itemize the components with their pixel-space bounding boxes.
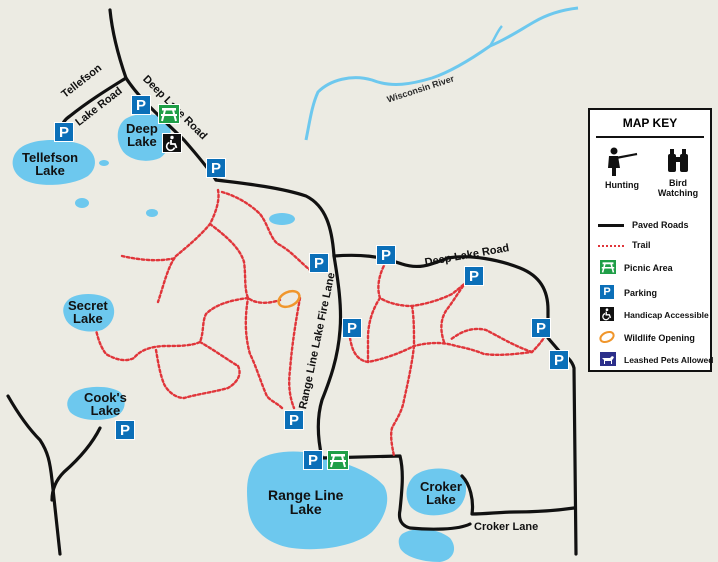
map-key-title: MAP KEY: [622, 116, 678, 130]
deep-lake-road-middle: [214, 178, 336, 258]
tellefson-lake-shape: [12, 140, 95, 185]
cooks-lake-label: Cook's Lake: [84, 390, 127, 418]
map-key-leashed-pets-label: Leashed Pets Allowed: [624, 355, 714, 365]
trail-6: [154, 340, 241, 400]
parking-icon: P: [115, 420, 135, 440]
picnic-table-glyph: [330, 454, 346, 468]
trail-7: [288, 296, 302, 410]
deep-lake-label: Deep Lake: [126, 121, 158, 149]
map-key: MAP KEY Hunting Bird Watching Paved Road…: [588, 108, 714, 372]
croker-lane-road: [460, 474, 576, 516]
map-key-wildlife-label: Wildlife Opening: [624, 333, 695, 343]
fire-lane: [316, 254, 343, 460]
binoculars-icon: [668, 149, 688, 172]
road-north-spur: [108, 8, 128, 80]
parking-icon: P: [376, 245, 396, 265]
parking-icon: P: [600, 285, 614, 299]
southern-pond-shape: [398, 529, 455, 562]
trail-11: [389, 344, 416, 458]
tellefson-lake-islet: [75, 198, 89, 208]
picnic-table-glyph: [161, 108, 177, 122]
map-key-divider: [596, 136, 704, 138]
croker-lane-label: Croker Lane: [474, 521, 539, 533]
deep-lake-shape: [117, 114, 171, 161]
croker-lake-shape: [406, 468, 467, 516]
wildlife-opening-icon: [277, 289, 301, 309]
croker-lake-label: Croker Lake: [420, 479, 462, 507]
parking-icon: P: [131, 95, 151, 115]
trail-15: [410, 304, 416, 348]
paved-road-swatch: [598, 224, 624, 227]
wheelchair-icon: [600, 307, 614, 321]
map-key-hunting-label: Hunting: [605, 180, 639, 190]
leashed-dog-icon: [600, 352, 616, 366]
trail-13: [448, 327, 534, 354]
trail-5: [94, 296, 250, 362]
secret-lake-shape: [63, 294, 115, 332]
trail-swatch: [598, 245, 624, 247]
range-line-lake-label: Range Line Lake: [268, 487, 344, 517]
parking-icon: P: [206, 158, 226, 178]
parking-icon: P: [303, 450, 323, 470]
secret-lake-label: Secret Lake: [68, 298, 108, 326]
wheelchair-icon: [162, 133, 182, 153]
trail-4: [208, 222, 282, 304]
map-key-picnic-area-label: Picnic Area: [624, 263, 673, 273]
trail-8: [244, 296, 284, 410]
small-pond-2: [146, 209, 158, 217]
picnic-table-icon: [600, 260, 616, 274]
picnic-table-glyph: [601, 262, 615, 273]
small-pond-3: [269, 213, 295, 225]
parking-icon: P: [54, 122, 74, 142]
trails: [94, 188, 550, 458]
parking-icon: P: [464, 266, 484, 286]
trail-2: [220, 190, 312, 272]
map-key-paved-roads-label: Paved Roads: [632, 220, 689, 230]
tellefson-lake-label: Tellefson Lake: [22, 150, 79, 178]
parking-icon: P: [549, 350, 569, 370]
small-pond-1: [99, 160, 109, 166]
road-west-edge: [6, 394, 62, 556]
parking-icon: P: [342, 318, 362, 338]
dog-glyph: [602, 356, 614, 364]
parking-icon: P: [284, 410, 304, 430]
wheelchair-glyph: [602, 308, 612, 321]
parking-icon: P: [309, 253, 329, 273]
trail-12: [440, 280, 468, 344]
map-key-handicap-label: Handicap Accessible: [624, 310, 709, 320]
map-key-bird-watching-label: Bird Watching: [657, 178, 699, 198]
range-line-lake-shape: [247, 451, 388, 550]
picnic-table-icon: [327, 450, 349, 470]
cooks-lake-shape: [67, 386, 125, 420]
map-key-trail-label: Trail: [632, 240, 651, 250]
picnic-table-icon: [158, 104, 180, 124]
hunter-icon: [608, 147, 638, 176]
trail-3: [120, 254, 178, 262]
wildlife-opening-icon: [599, 330, 615, 344]
parking-icon: P: [531, 318, 551, 338]
trail-14: [366, 296, 382, 364]
wisconsin-river-branch: [488, 25, 503, 47]
range-line-lake-road: [320, 454, 472, 531]
wisconsin-river: [304, 6, 579, 141]
map-key-parking-label: Parking: [624, 288, 658, 298]
trail-1: [156, 188, 220, 304]
wheelchair-glyph: [165, 135, 178, 152]
